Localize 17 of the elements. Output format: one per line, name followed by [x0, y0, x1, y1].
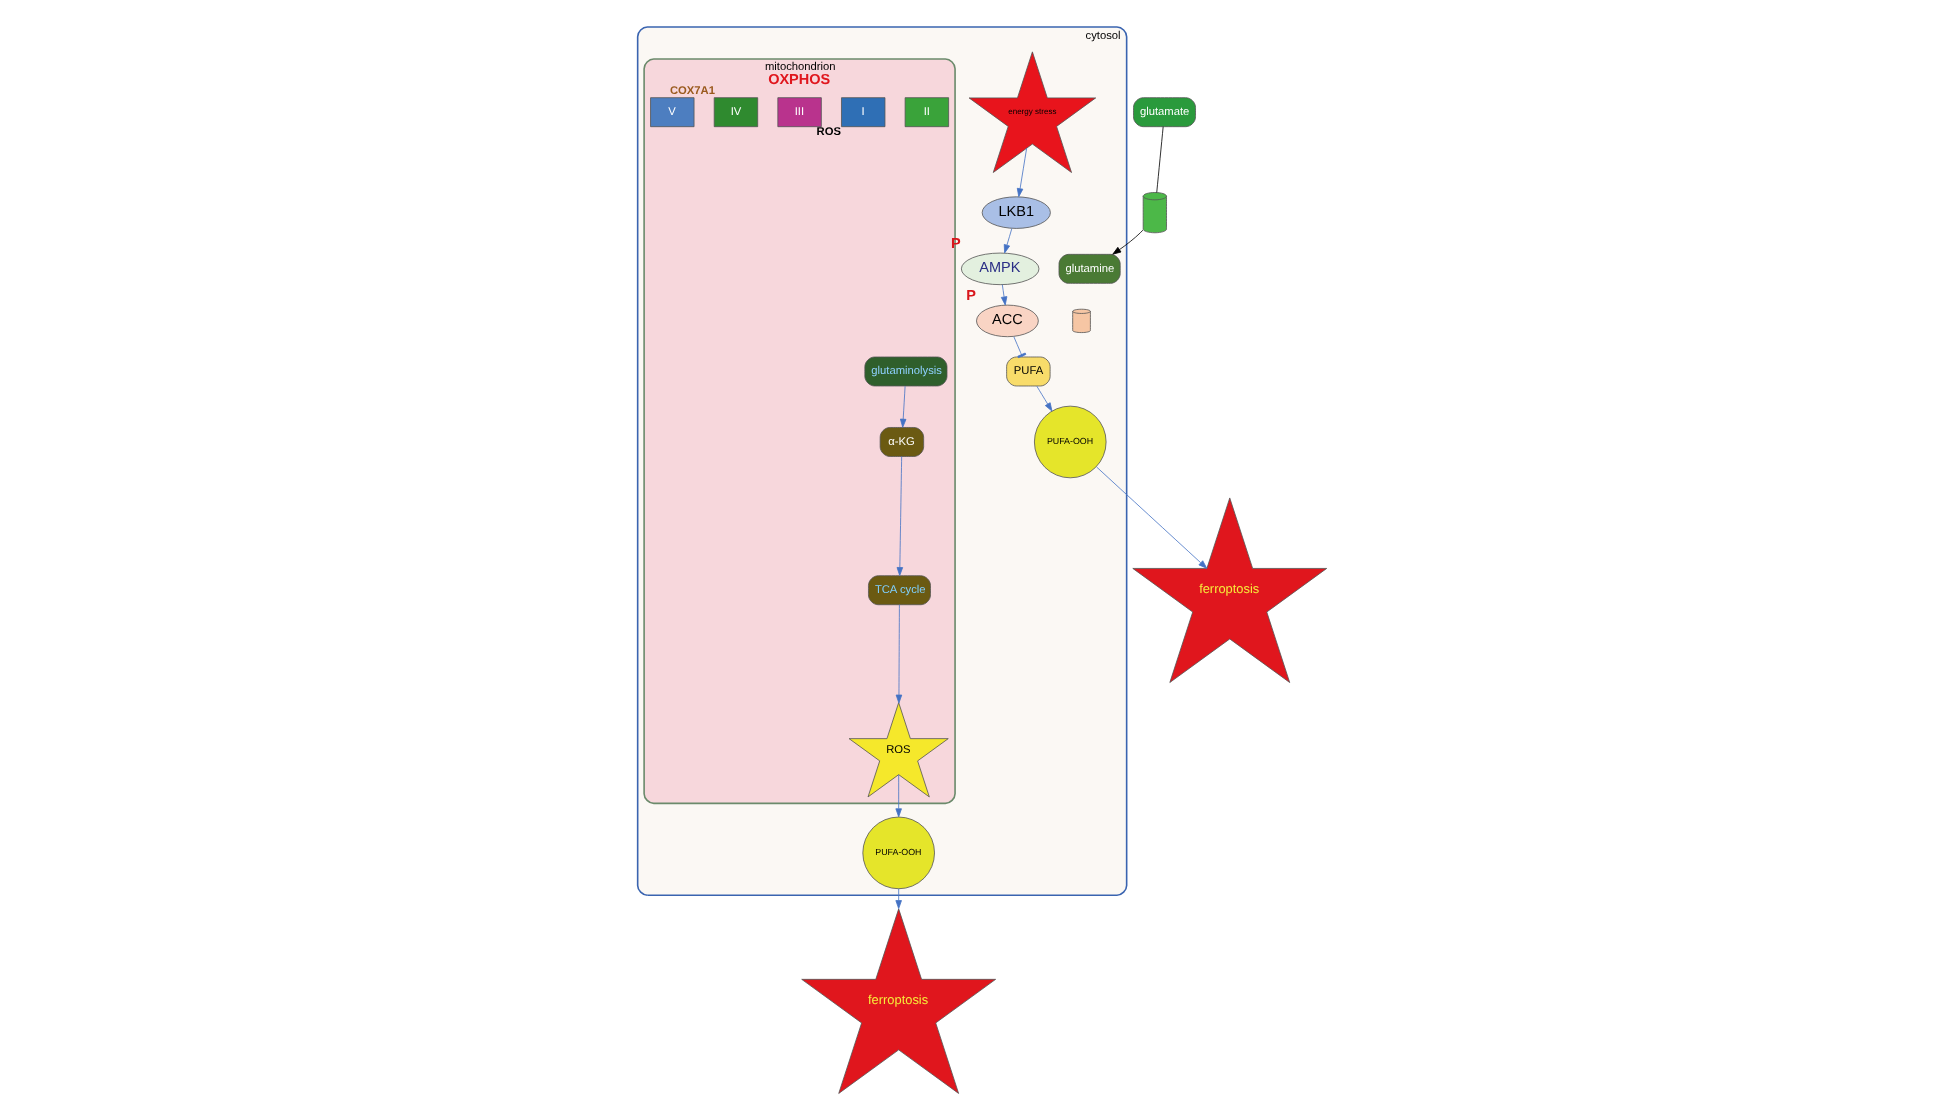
arrow: [895, 456, 903, 576]
node-ellipse: AMPK: [959, 252, 1039, 286]
arrow: [894, 888, 901, 910]
node-ellipse: LKB1: [980, 196, 1050, 229]
arrow: [898, 385, 906, 428]
arrow: [894, 774, 901, 818]
arrow: [1035, 385, 1052, 412]
arrow: [999, 284, 1007, 306]
arrow: [1015, 147, 1027, 198]
arrow: [1111, 229, 1143, 255]
arrow: [894, 604, 902, 704]
arrow: [1095, 466, 1207, 569]
arrow: [1002, 228, 1012, 254]
connector: [1012, 336, 1026, 359]
node-ellipse: ACC: [975, 304, 1038, 338]
connector: [1155, 126, 1163, 193]
node-label: P: [965, 285, 975, 304]
